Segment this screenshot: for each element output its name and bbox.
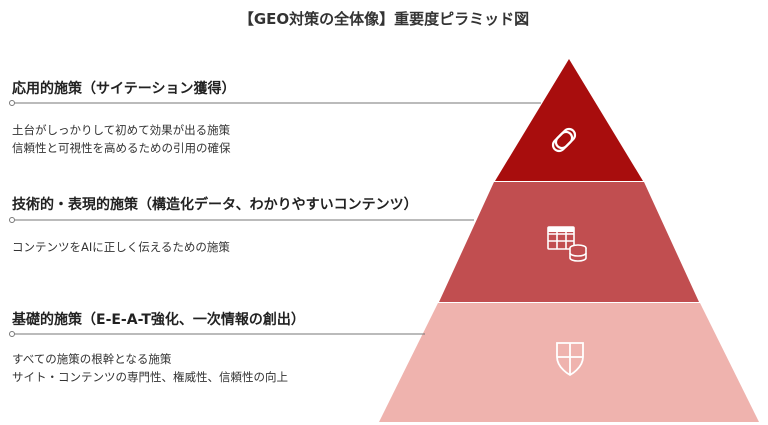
tier-top-line-2: 信頼性と可視性を高めるための引用の確保: [12, 141, 231, 155]
tier-middle-heading: 技術的・表現的施策（構造化データ、わかりやすいコンテンツ）: [12, 197, 418, 213]
diagram-title: 【GEO対策の全体像】重要度ピラミッド図: [238, 10, 530, 28]
pyramid-tier-middle: [439, 182, 699, 302]
tier-bottom-line-2: サイト・コンテンツの専門性、権威性、信頼性の向上: [12, 370, 288, 384]
tier-bottom-heading: 基礎的施策（E-E-A-T強化、一次情報の創出）: [12, 312, 305, 328]
tier-top-description: 土台がしっかりして初めて効果が出る施策 信頼性と可視性を高めるための引用の確保: [12, 121, 231, 157]
link-icon: [551, 127, 577, 153]
connector-bottom: [9, 331, 425, 337]
shield-icon: [556, 342, 584, 377]
tier-top-line-1: 土台がしっかりして初めて効果が出る施策: [12, 123, 231, 137]
pyramid-tier-bottom: [379, 303, 759, 422]
connector-top: [9, 100, 541, 106]
tier-middle-description: コンテンツをAIに正しく伝えるための施策: [12, 238, 230, 256]
table-database-icon: [547, 226, 587, 262]
tier-bottom-line-1: すべての施策の根幹となる施策: [12, 352, 172, 366]
tier-bottom-description: すべての施策の根幹となる施策 サイト・コンテンツの専門性、権威性、信頼性の向上: [12, 350, 288, 386]
pyramid-tier-top: [495, 59, 643, 181]
tier-middle-line-1: コンテンツをAIに正しく伝えるための施策: [12, 240, 230, 254]
connector-middle: [9, 217, 474, 223]
tier-top-heading: 応用的施策（サイテーション獲得）: [12, 81, 236, 97]
